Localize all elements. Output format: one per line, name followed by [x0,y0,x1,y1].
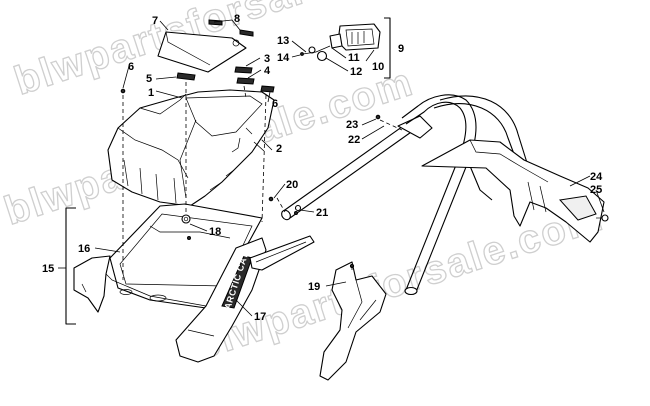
callout-5: 5 [146,73,152,85]
leader-2 [261,139,273,151]
callout-11: 11 [348,52,360,64]
group-brackets [65,17,391,325]
leader-lines [58,19,605,317]
callout-10: 10 [372,61,384,73]
part-24-fender [421,139,609,243]
part-3-5-fasteners [120,66,275,94]
callout-12: 12 [350,66,362,78]
alignment-lines [122,82,403,280]
callout-19: 19 [308,281,320,293]
part-21-fastener [294,204,302,212]
callout-6-right: 6 [272,98,278,110]
callout-16: 16 [78,243,90,255]
callout-15: 15 [42,263,54,275]
part-9-tail-light [300,23,381,62]
callout-7: 7 [152,15,158,27]
callout-9: 9 [398,43,404,55]
callout-25: 25 [590,184,602,196]
callout-23: 23 [346,119,358,131]
part-19-bracket [249,235,387,381]
callout-21: 21 [316,207,328,219]
callout-labels: 1 2 3 4 5 6 6 7 8 9 10 11 12 13 14 15 16… [42,13,603,323]
callout-4: 4 [264,65,271,77]
callout-20: 20 [286,179,298,191]
part-1-tail-cover [107,89,275,207]
part-7-plate [157,31,247,73]
callout-17: 17 [254,311,266,323]
callout-8: 8 [234,13,240,25]
callout-1: 1 [148,87,154,99]
callout-13: 13 [277,35,289,47]
callout-2: 2 [276,143,282,155]
callout-18: 18 [209,226,221,238]
callout-3: 3 [264,53,270,65]
callout-24: 24 [590,171,603,183]
callout-6-left: 6 [128,61,134,73]
callout-22: 22 [348,134,360,146]
callout-14: 14 [277,52,290,64]
